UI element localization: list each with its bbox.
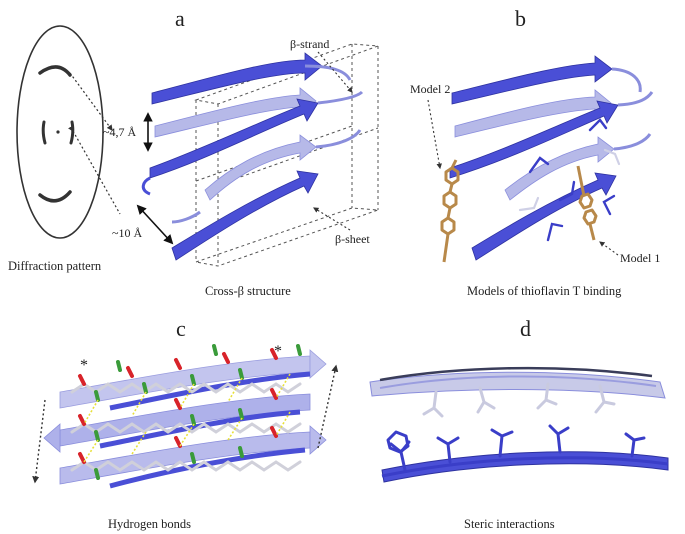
reflection-top	[38, 65, 72, 77]
strand-direction-up	[317, 364, 339, 449]
thioflavin-model-1	[576, 165, 598, 241]
thioflavin-model-2	[440, 159, 460, 263]
panel-b-letter: b	[515, 6, 526, 31]
panel-a-letter: a	[175, 6, 185, 31]
marker-right: *	[274, 343, 282, 360]
caption-cross-beta: Cross-β structure	[205, 284, 291, 298]
caption-diffraction-pattern: Diffraction pattern	[8, 259, 102, 273]
beta-sheet-pointer	[313, 207, 351, 231]
caption-thioflavin-models: Models of thioflavin T binding	[467, 284, 622, 298]
spacing-label-small: ~4,7 Å	[103, 125, 136, 139]
strand-direction-down	[32, 399, 46, 484]
panel-d: d S	[369, 316, 669, 531]
model-1-label: Model 1	[620, 251, 660, 265]
model-1-pointer	[599, 241, 619, 256]
steric-zipper	[369, 366, 669, 483]
marker-left: *	[80, 357, 88, 374]
caption-hydrogen-bonds: Hydrogen bonds	[108, 517, 191, 531]
cross-beta-strands	[141, 52, 364, 261]
model-2-label: Model 2	[410, 82, 450, 96]
reflection-right	[69, 120, 75, 145]
beta-strand-pointer	[317, 51, 353, 93]
spacing-label-large: ~10 Å	[112, 226, 142, 240]
beta-strand-label: β-strand	[290, 37, 329, 51]
thioflavin-strands	[449, 55, 654, 261]
caption-steric-interactions: Steric interactions	[464, 517, 555, 531]
panel-d-letter: d	[520, 316, 531, 341]
hydrogen-bond-sheet	[43, 344, 327, 489]
spacing-arrow-large	[136, 204, 174, 245]
diffraction-pattern	[16, 25, 121, 239]
panel-a: a Diffraction pattern ~4,7 Å ~10 Å	[8, 6, 379, 298]
beta-sheet-label: β-sheet	[335, 232, 370, 246]
reflection-left	[41, 120, 47, 145]
panel-c-letter: c	[176, 316, 186, 341]
panel-c: c	[32, 316, 339, 531]
model-2-pointer	[427, 99, 442, 170]
reflection-bottom	[38, 190, 72, 203]
panel-b: b	[410, 6, 660, 298]
